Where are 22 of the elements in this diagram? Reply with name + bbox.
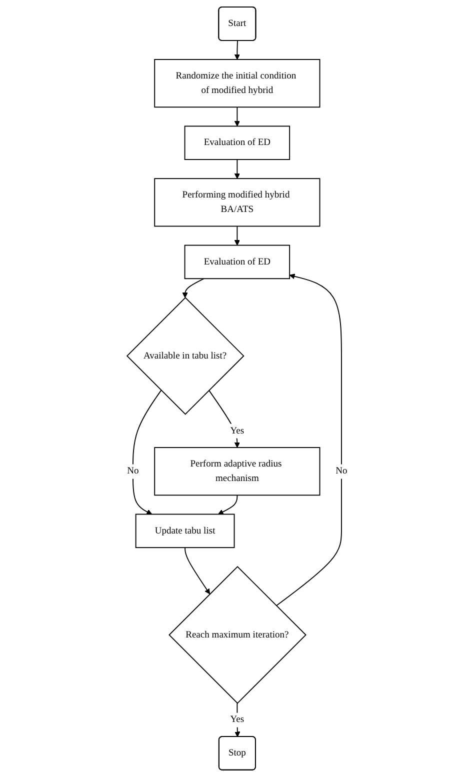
node-box: Perform adaptive radius mechanism <box>154 447 320 496</box>
arrow <box>234 159 240 179</box>
arrow <box>208 390 240 448</box>
node-box: Randomize the initial condition of modified hybrid <box>154 59 320 108</box>
arrow <box>218 494 238 514</box>
edge-label: No <box>126 466 139 476</box>
arrow <box>132 390 162 514</box>
node-box: Evaluation of ED <box>184 244 290 280</box>
arrow <box>182 278 204 298</box>
arrow <box>234 106 240 126</box>
node-diamond: Reach maximum iteration? <box>168 566 306 704</box>
node-box: Evaluation of ED <box>184 126 290 160</box>
arrow <box>276 274 342 606</box>
node-box: Update tabu list <box>135 514 235 548</box>
edge-label: Yes <box>230 714 244 725</box>
arrow <box>234 226 240 246</box>
edge-label: Yes <box>230 426 244 436</box>
arrow <box>234 40 240 60</box>
edge-label: No <box>335 466 348 476</box>
node-box: Performing modified hybrid BA/ATS <box>154 178 320 227</box>
arrow <box>184 547 210 594</box>
node-diamond: Available in tabu list? <box>126 297 244 415</box>
